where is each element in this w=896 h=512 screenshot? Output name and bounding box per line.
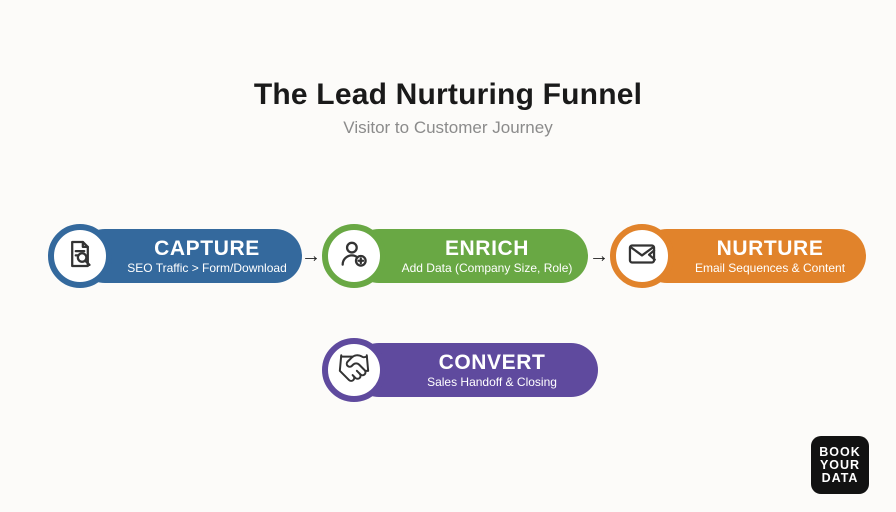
- brand-logo-line: DATA: [821, 470, 859, 485]
- stage-description: Email Sequences & Content: [694, 261, 846, 275]
- stage-capture-text: CAPTURE SEO Traffic > Form/Download: [122, 224, 292, 288]
- stage-nurture: NURTURE Email Sequences & Content: [610, 224, 866, 288]
- brand-logo: BOOK YOUR DATA: [811, 436, 869, 494]
- arrow-capture-to-enrich: →: [301, 245, 321, 267]
- stage-description: SEO Traffic > Form/Download: [127, 261, 287, 275]
- stage-label: CAPTURE: [154, 237, 260, 260]
- stage-enrich-badge: [322, 224, 386, 288]
- stage-capture: CAPTURE SEO Traffic > Form/Download: [48, 224, 302, 288]
- handshake-icon: [337, 351, 371, 390]
- stage-label: ENRICH: [444, 237, 530, 260]
- stage-convert-text: CONVERT Sales Handoff & Closing: [396, 338, 588, 402]
- brand-logo-line: YOUR: [819, 457, 861, 472]
- page-title: The Lead Nurturing Funnel: [253, 78, 643, 111]
- stage-capture-pill: [78, 229, 302, 283]
- stage-convert: CONVERT Sales Handoff & Closing: [322, 338, 598, 402]
- stage-capture-badge: [48, 224, 112, 288]
- document-search-icon: [63, 237, 97, 276]
- stage-convert-pill: [352, 343, 598, 397]
- stage-label: NURTURE: [716, 237, 824, 260]
- stage-description: Sales Handoff & Closing: [427, 375, 557, 389]
- person-plus-icon: [337, 237, 371, 276]
- stage-enrich-text: ENRICH Add Data (Company Size, Role): [396, 224, 578, 288]
- stage-nurture-badge: [610, 224, 674, 288]
- stage-nurture-text: NURTURE Email Sequences & Content: [684, 224, 856, 288]
- page-subtitle: Visitor to Customer Journey: [343, 118, 553, 137]
- stage-description: Add Data (Company Size, Role): [401, 261, 573, 275]
- stage-enrich: ENRICH Add Data (Company Size, Role): [322, 224, 588, 288]
- envelope-icon: [625, 237, 659, 276]
- stage-enrich-pill: [352, 229, 588, 283]
- brand-logo-line: BOOK: [819, 444, 861, 459]
- stage-label: CONVERT: [438, 351, 546, 374]
- stage-nurture-pill: [640, 229, 866, 283]
- stage-convert-badge: [322, 338, 386, 402]
- arrow-enrich-to-nurture: →: [589, 245, 609, 267]
